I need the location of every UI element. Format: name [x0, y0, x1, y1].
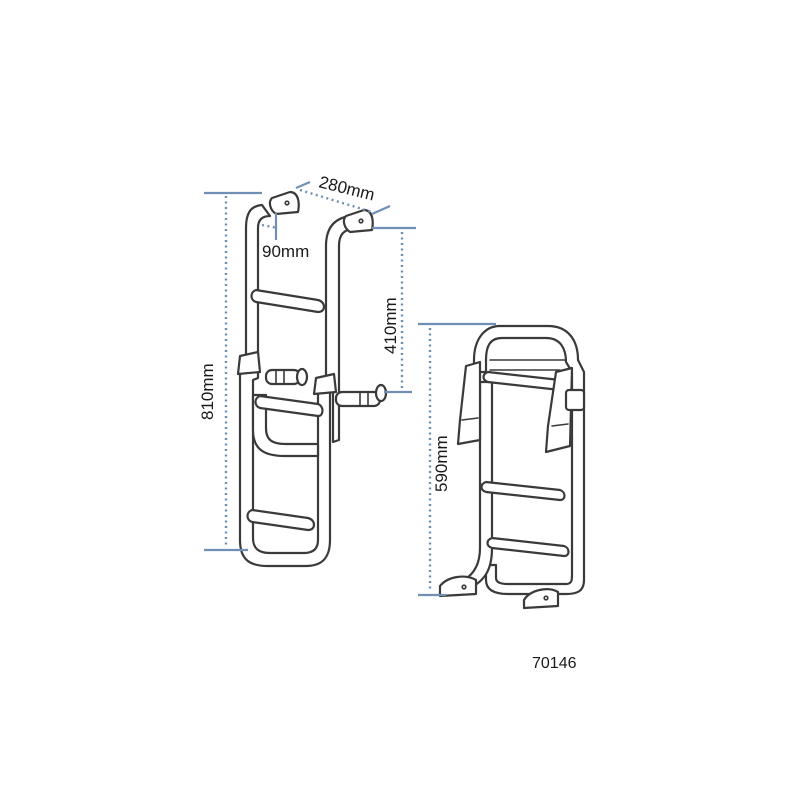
extended-ladder	[236, 190, 388, 568]
step-1	[250, 288, 326, 314]
lower-section-loop	[251, 393, 320, 458]
right-hinge	[312, 372, 338, 396]
left-hook	[268, 190, 300, 216]
left-hinge-folded	[456, 360, 482, 446]
offset-label: 90mm	[262, 242, 309, 261]
depth-label: 280mm	[317, 172, 377, 204]
upper-height-label: 410mm	[381, 297, 400, 354]
top-step	[482, 370, 566, 392]
left-standoff	[264, 368, 302, 386]
dimension-lines	[204, 180, 496, 597]
right-standoff	[334, 390, 382, 408]
right-foot	[522, 588, 560, 610]
middle-step	[480, 480, 566, 502]
step-3	[246, 508, 316, 532]
folded-height-label: 590mm	[432, 435, 451, 492]
right-hook	[342, 208, 374, 234]
total-height-label: 810mm	[198, 363, 217, 420]
left-foot	[438, 575, 478, 598]
left-hinge	[236, 350, 262, 376]
folded-ladder	[438, 324, 586, 610]
product-code: 70146	[532, 655, 577, 672]
right-hinge-folded	[544, 366, 574, 454]
step-2	[254, 394, 324, 418]
lower-step	[486, 536, 570, 558]
outer-frame	[472, 324, 586, 596]
